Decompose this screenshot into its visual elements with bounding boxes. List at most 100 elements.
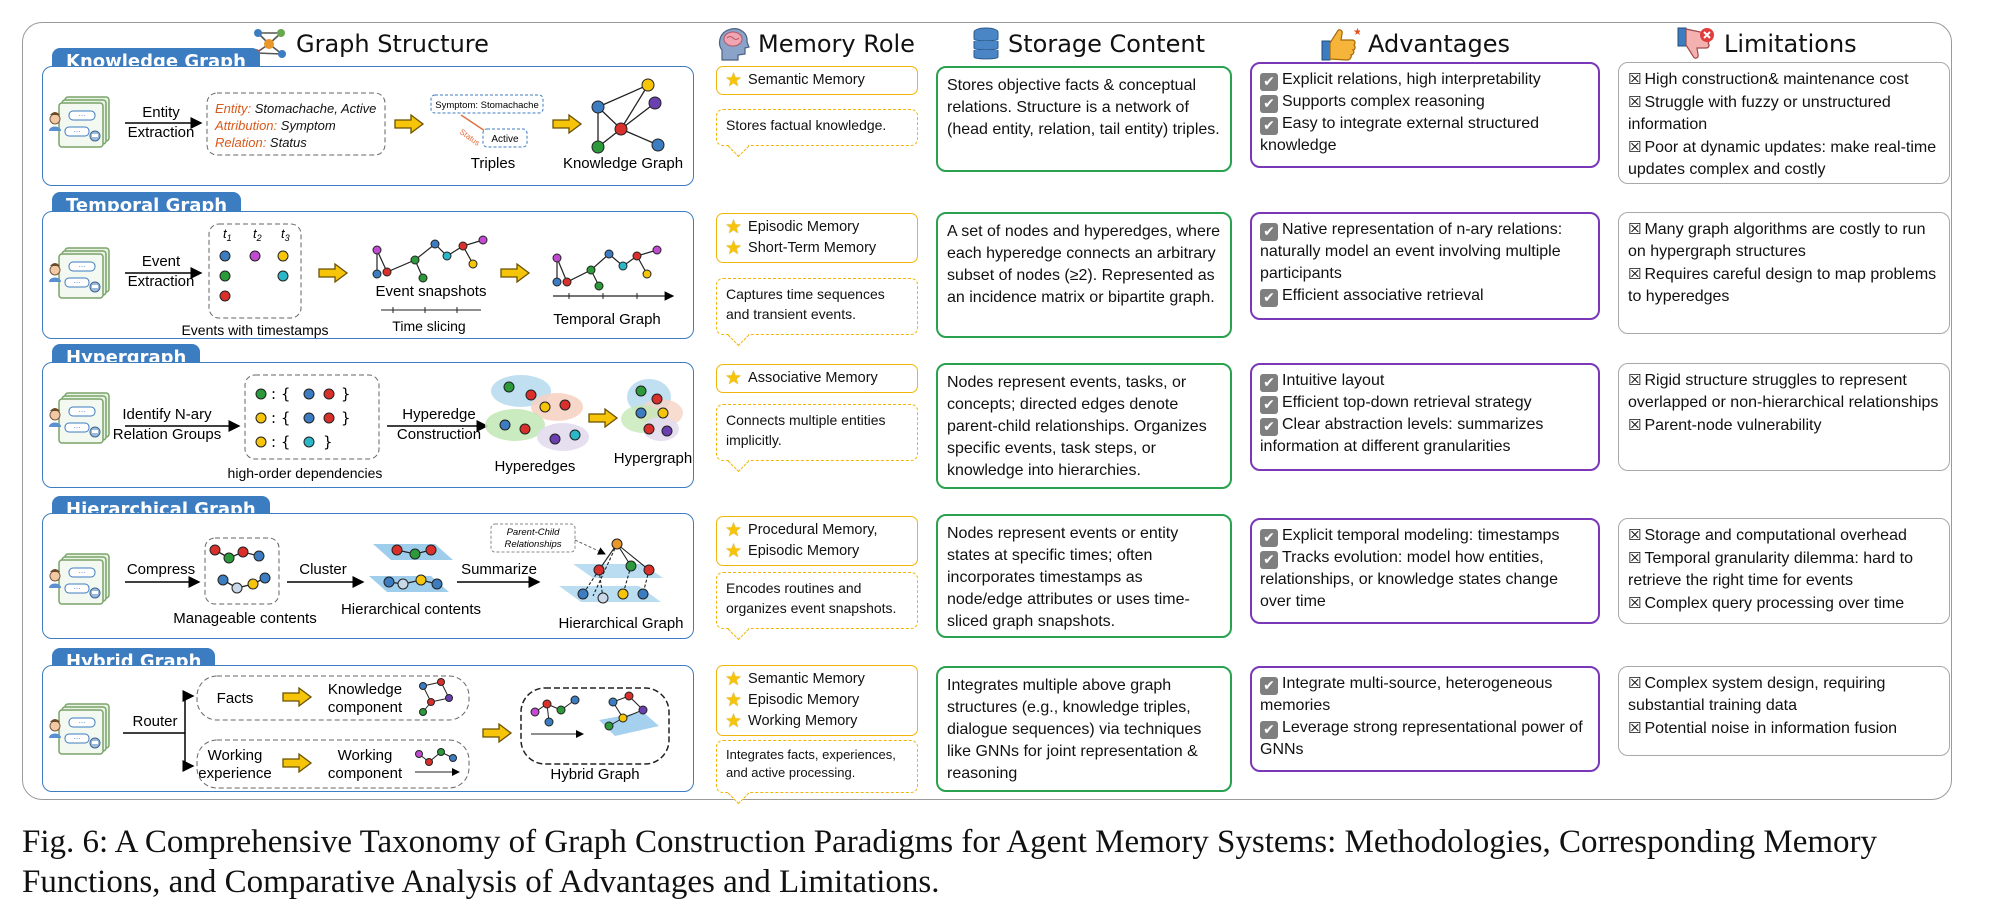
graph-structure-heading: Graph Structure	[296, 30, 489, 58]
advantage-text: Explicit temporal modeling: timestamps	[1282, 527, 1560, 544]
limitation-text: Storage and computational overhead	[1644, 527, 1907, 544]
limitations-heading: Limitations	[1724, 30, 1857, 58]
entity-key: Entity:	[215, 101, 252, 116]
cross-box-icon: ☒	[1628, 93, 1642, 111]
cluster-label: Cluster	[299, 561, 347, 578]
limitation-item: ☒Struggle with fuzzy or unstructured inf…	[1628, 91, 1940, 136]
limitations-temporal-graph: ☒Many graph algorithms are costly to run…	[1618, 212, 1950, 334]
role-box-hypergraph: ★Associative Memory	[716, 364, 918, 393]
dialogue-agent-icon	[48, 553, 110, 605]
svg-text:: {: : {	[271, 385, 290, 403]
role-item: ★Episodic Memory	[725, 217, 909, 238]
advantage-text: Efficient top-down retrieval strategy	[1282, 394, 1532, 411]
thumbs-up-icon: ★	[1321, 27, 1360, 61]
svg-text:: {: : {	[271, 433, 290, 451]
attribution-value: Symptom	[277, 118, 336, 133]
active-node: Active	[491, 134, 519, 145]
star-icon: ★	[725, 238, 743, 259]
relation-key: Relation:	[215, 135, 267, 150]
star-icon: ★	[725, 70, 743, 91]
cross-box-icon: ☒	[1628, 70, 1642, 88]
advantage-item: ✔Integrate multi-source, heterogeneous m…	[1260, 673, 1590, 717]
cross-box-icon: ☒	[1628, 526, 1642, 544]
limitation-item: ☒Storage and computational overhead	[1628, 524, 1940, 547]
limitation-item: ☒Complex system design, requiring substa…	[1628, 672, 1940, 717]
role-item: ★Episodic Memory	[725, 690, 909, 711]
role-desc-temporal-graph: Captures time sequences and transient ev…	[716, 278, 918, 335]
role-label: Short-Term Memory	[748, 240, 877, 256]
working-component-label-2: component	[328, 765, 403, 782]
limitation-text: Complex query processing over time	[1644, 595, 1905, 612]
advantage-text: Intuitive layout	[1282, 372, 1385, 389]
advantage-text: Native representation of n-ary relations…	[1260, 221, 1563, 282]
role-desc-hybrid-graph: Integrates facts, experiences, and activ…	[716, 740, 918, 793]
role-label: Episodic Memory	[748, 219, 860, 235]
entity-extraction-label-1: Entity	[142, 104, 180, 121]
role-desc-hypergraph: Connects multiple entities implicitly.	[716, 404, 918, 461]
advantages-heading: Advantages	[1368, 30, 1510, 58]
dialogue-agent-icon	[48, 392, 110, 444]
graph-structure-header: Graph Structure	[250, 24, 489, 64]
advantage-text: Supports complex reasoning	[1282, 93, 1485, 110]
flow-arrow	[482, 723, 512, 743]
knowledge-graph-result-label: Knowledge Graph	[563, 155, 683, 172]
checkbox-icon: ✔	[1260, 95, 1278, 113]
advantage-item: ✔Tracks evolution: model how entities, r…	[1260, 547, 1590, 613]
advantage-text: Tracks evolution: model how entities, re…	[1260, 549, 1558, 610]
cross-box-icon: ☒	[1628, 265, 1642, 283]
star-icon: ★	[725, 368, 743, 389]
flow-arrow	[588, 408, 618, 428]
advantage-item: ✔Supports complex reasoning	[1260, 91, 1590, 113]
storage-content-hierarchical-graph: Nodes represent events or entity states …	[936, 514, 1232, 638]
checkbox-icon: ✔	[1260, 223, 1278, 241]
memory-role-heading: Memory Role	[758, 30, 915, 58]
hyperedges-label: Hyperedges	[495, 458, 576, 475]
hierarchical-contents-label: Hierarchical contents	[341, 601, 481, 618]
hierarchical-graph-panel: Compress Manageable contents Cluster Hie…	[42, 513, 694, 639]
working-component-label-1: Working	[338, 747, 393, 764]
advantage-text: Integrate multi-source, heterogeneous me…	[1260, 675, 1553, 714]
advantage-item: ✔Native representation of n-ary relation…	[1260, 219, 1590, 285]
figure-caption: Fig. 6: A Comprehensive Taxonomy of Grap…	[22, 824, 1878, 900]
svg-text:Entity: Stomachache, Active: Entity: Stomachache, Active	[215, 101, 376, 116]
role-box-hybrid-graph: ★Semantic Memory ★Episodic Memory ★Worki…	[716, 665, 918, 736]
advantage-item: ✔Leverage strong representational power …	[1260, 717, 1590, 761]
cross-box-icon: ☒	[1628, 594, 1642, 612]
role-desc-hierarchical-graph: Encodes routines and organizes event sna…	[716, 572, 918, 629]
summarize-label: Summarize	[461, 561, 537, 578]
limitations-knowledge-graph: ☒High construction& maintenance cost ☒St…	[1618, 62, 1950, 184]
limitation-item: ☒Complex query processing over time	[1628, 592, 1940, 615]
limitation-item: ☒Poor at dynamic updates: make real-time…	[1628, 136, 1940, 181]
attribution-key: Attribution:	[214, 118, 278, 133]
limitation-text: Struggle with fuzzy or unstructured info…	[1628, 94, 1891, 133]
triples-label: Triples	[471, 155, 515, 172]
knowledge-component-label-1: Knowledge	[328, 681, 402, 698]
storage-content-hypergraph: Nodes represent events, tasks, or concep…	[936, 363, 1232, 489]
limitation-item: ☒Parent-node vulnerability	[1628, 414, 1940, 437]
event-extraction-label-1: Event	[142, 253, 181, 270]
limitation-text: Temporal granularity dilemma: hard to re…	[1628, 550, 1914, 589]
cross-box-icon: ☒	[1628, 674, 1642, 692]
temporal-graph-result-label: Temporal Graph	[553, 311, 661, 328]
role-label: Episodic Memory	[748, 692, 860, 708]
advantage-text: Leverage strong representational power o…	[1260, 719, 1583, 758]
limitation-text: Requires careful design to map problems …	[1628, 266, 1937, 305]
checkbox-icon: ✔	[1260, 721, 1278, 739]
storage-content-knowledge-graph: Stores objective facts & conceptual rela…	[936, 66, 1232, 172]
limitation-text: High construction& maintenance cost	[1644, 71, 1909, 88]
advantages-hypergraph: ✔Intuitive layout ✔Efficient top-down re…	[1250, 363, 1600, 471]
dialogue-agent-icon	[48, 247, 110, 299]
role-item: ★Associative Memory	[725, 368, 909, 389]
role-label: Episodic Memory	[748, 543, 860, 559]
hybrid-graph-result-label: Hybrid Graph	[550, 766, 639, 783]
cross-box-icon: ☒	[1628, 549, 1642, 567]
parent-child-label-2: Relationships	[504, 539, 561, 550]
advantages-knowledge-graph: ✔Explicit relations, high interpretabili…	[1250, 62, 1600, 168]
svg-text:: {: : {	[271, 409, 290, 427]
limitation-item: ☒Rigid structure struggles to represent …	[1628, 369, 1940, 414]
role-label: Semantic Memory	[748, 72, 865, 88]
limitation-item: ☒High construction& maintenance cost	[1628, 68, 1940, 91]
hierarchical-graph-result-label: Hierarchical Graph	[558, 615, 683, 632]
time-label-t2: t2	[253, 226, 262, 243]
advantage-item: ✔Explicit relations, high interpretabili…	[1260, 69, 1590, 91]
